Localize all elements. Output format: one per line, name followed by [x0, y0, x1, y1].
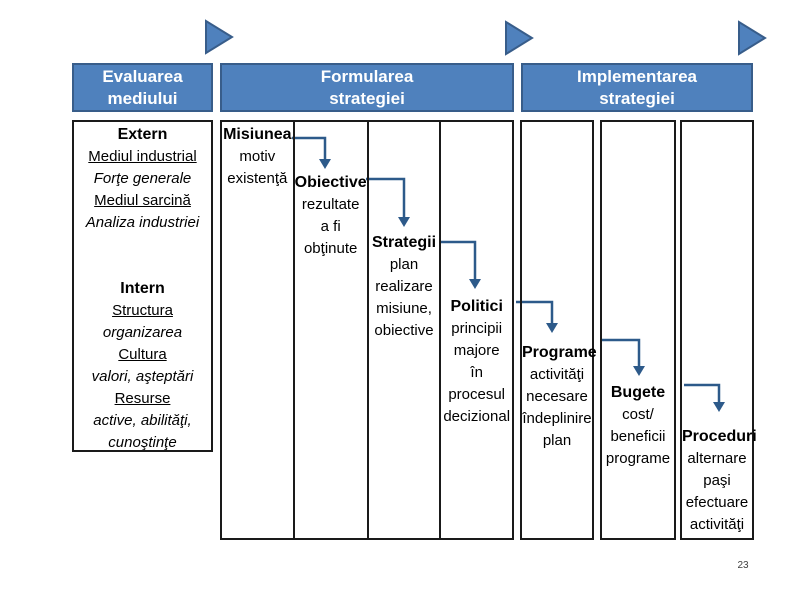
column-programe: Programe activităţi necesare îndeplinire… — [520, 120, 597, 540]
env-line-analiza: Analiza industriei — [85, 214, 200, 231]
formularea-columns-box: Misiunea motiv existenţă Obiective rezul… — [220, 120, 514, 540]
env-line-mediul-industrial: Mediul industrial — [88, 148, 197, 165]
env-line-intern: Intern — [120, 280, 165, 297]
column-bugete: Bugete cost/ beneficii programe — [600, 120, 676, 540]
phase-header-evaluarea: Evaluarea mediului — [72, 63, 213, 112]
column-title-strategii: Strategii — [372, 234, 437, 251]
env-line-forte-generale: Forţe generale — [93, 170, 192, 187]
flow-arrow-icon — [505, 20, 534, 56]
column-body-programe: activităţi necesare îndeplinire plan — [522, 366, 592, 449]
flow-arrow-icon — [205, 19, 234, 55]
column-body-obiective: rezultate a fi obţinute — [301, 196, 360, 257]
env-line-cunostinte: cunoştinţe — [108, 434, 177, 451]
column-body-misiunea: motiv existenţă — [227, 148, 288, 187]
env-line-cultura: Cultura — [118, 346, 167, 363]
column-politici: Politici principii majore în procesul de… — [439, 122, 512, 538]
column-misiunea: Misiunea motiv existenţă — [222, 122, 293, 538]
column-body-proceduri: alternare paşi efectuare activităţi — [685, 450, 749, 533]
env-line-mediul-sarcina: Mediul sarcină — [94, 192, 191, 209]
env-line-active: active, abilităţi, — [93, 412, 192, 429]
env-line-structura: Structura — [112, 302, 173, 319]
column-title-obiective: Obiective — [294, 174, 367, 191]
env-line-organizarea: organizarea — [102, 324, 183, 341]
page-number: 23 — [737, 560, 749, 571]
env-line-extern: Extern — [117, 126, 168, 143]
column-title-misiunea: Misiunea — [223, 126, 292, 143]
column-body-politici: principii majore în procesul decizional — [443, 320, 511, 425]
env-line-blank — [74, 256, 211, 278]
column-title-politici: Politici — [450, 298, 503, 315]
column-title-programe: Programe — [522, 344, 597, 361]
column-strategii: Strategii plan realizare misiune, obiect… — [366, 122, 440, 538]
column-title-bugete: Bugete — [610, 384, 666, 401]
column-body-strategii: plan realizare misiune, obiective — [374, 256, 434, 339]
env-line-valori: valori, aşteptări — [91, 368, 194, 385]
column-body-bugete: cost/ beneficii programe — [605, 406, 671, 467]
column-proceduri: Proceduri alternare paşi efectuare activ… — [680, 120, 757, 540]
phase-header-formularea: Formularea strategiei — [220, 63, 514, 112]
env-line-resurse: Resurse — [114, 390, 171, 407]
env-line-blank — [74, 234, 211, 256]
column-obiective: Obiective rezultate a fi obţinute — [292, 122, 367, 538]
column-title-proceduri: Proceduri — [682, 428, 757, 445]
environment-box: Extern Mediul industrial Forţe generale … — [72, 120, 213, 452]
phase-header-implementarea: Implementarea strategiei — [521, 63, 753, 112]
flow-arrow-icon — [738, 20, 767, 56]
